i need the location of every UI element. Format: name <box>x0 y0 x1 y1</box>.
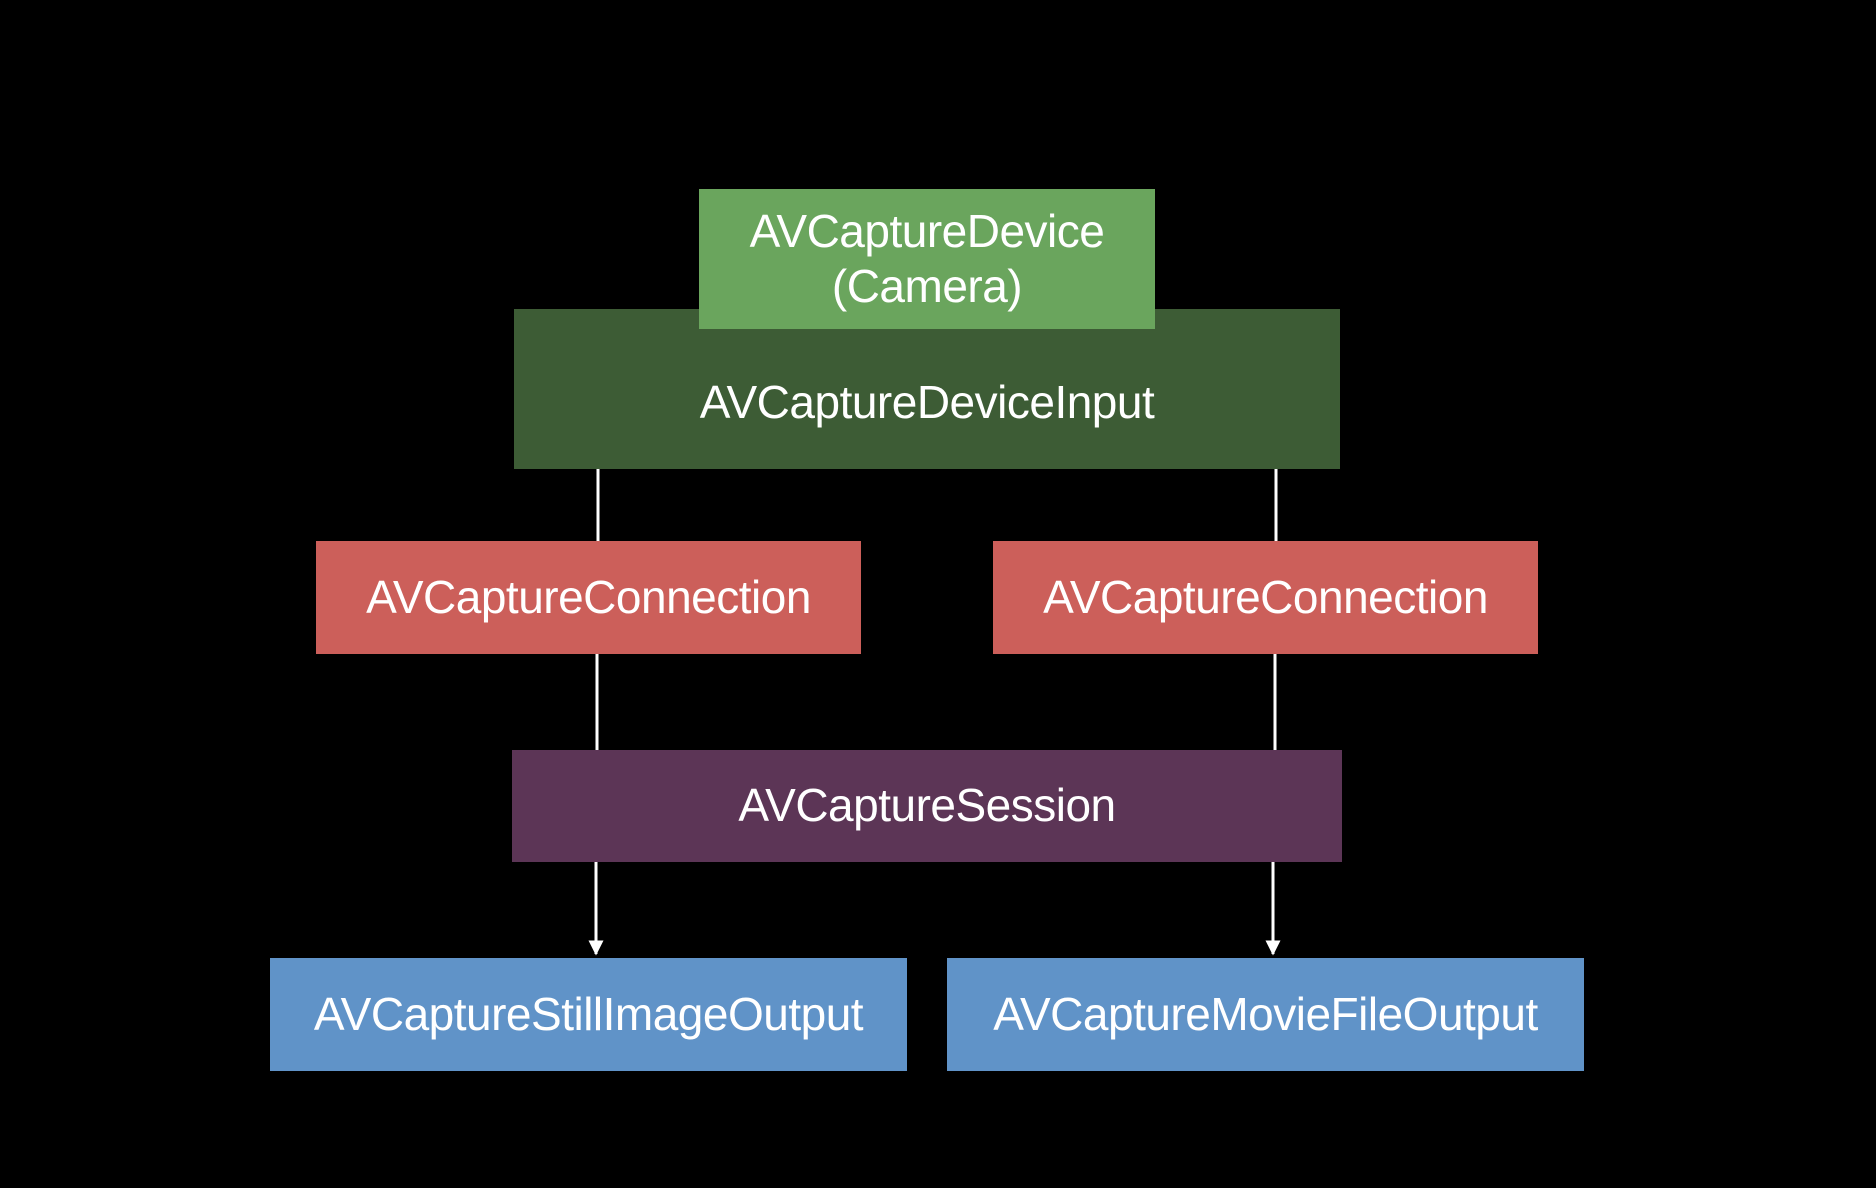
camera-label: (Camera) <box>831 260 1023 312</box>
still-image-output-box: AVCaptureStillImageOutput <box>270 958 907 1071</box>
capture-connection-right-label: AVCaptureConnection <box>1043 570 1488 623</box>
capture-connection-left-box: AVCaptureConnection <box>316 541 861 654</box>
still-image-output-label: AVCaptureStillImageOutput <box>313 987 864 1040</box>
movie-file-output-label: AVCaptureMovieFileOutput <box>993 987 1538 1040</box>
capture-device-camera-box: AVCaptureDevice (Camera) <box>699 189 1155 329</box>
capture-device-label: AVCaptureDevice <box>749 204 1105 257</box>
capture-session-box: AVCaptureSession <box>512 750 1342 862</box>
capture-device-input-box: AVCaptureDeviceInput <box>514 309 1340 469</box>
movie-file-output-box: AVCaptureMovieFileOutput <box>947 958 1584 1071</box>
capture-device-input-label: AVCaptureDeviceInput <box>699 376 1155 429</box>
capture-session-label: AVCaptureSession <box>738 779 1116 832</box>
capture-connection-left-label: AVCaptureConnection <box>366 570 811 623</box>
capture-connection-right-box: AVCaptureConnection <box>993 541 1538 654</box>
